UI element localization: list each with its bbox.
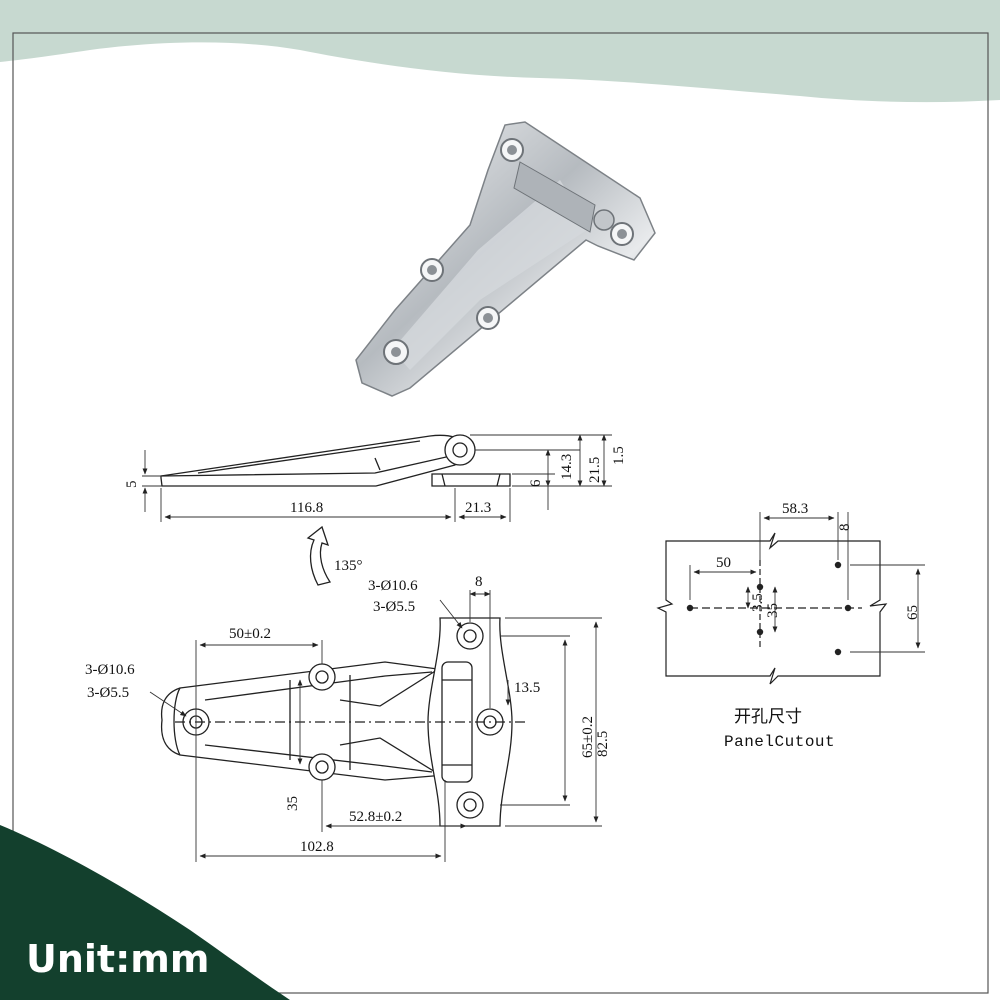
dim-21-5: 21.5 xyxy=(587,457,603,483)
cutout-title-en: PanelCutout xyxy=(724,733,835,751)
front-view-dimensions xyxy=(149,590,602,862)
hinge-photo xyxy=(355,121,656,397)
rotation-label: 135° xyxy=(334,558,363,574)
cutout-dim-50: 50 xyxy=(716,555,731,571)
unit-label: Unit:mm xyxy=(26,937,210,981)
dim-8: 8 xyxy=(475,574,483,590)
dim-13-5: 13.5 xyxy=(514,680,540,696)
rotation-arrow-icon xyxy=(306,525,332,586)
cutout-title-cn: 开孔尺寸 xyxy=(734,707,802,727)
dim-82-5: 82.5 xyxy=(595,731,611,757)
side-view xyxy=(160,434,511,487)
dim-6: 6 xyxy=(528,479,544,487)
front-hole-spec-large: 3-Ø10.6 xyxy=(368,578,418,594)
dim-102-8: 102.8 xyxy=(300,839,334,855)
side-view-dimensions xyxy=(142,434,612,522)
dim-1-5: 1.5 xyxy=(611,446,627,465)
cutout-dim-3-5: 3.5 xyxy=(750,593,766,612)
cutout-holes xyxy=(686,561,852,656)
page-frame xyxy=(12,32,989,994)
cutout-dim-65: 65 xyxy=(905,605,921,620)
top-banner xyxy=(0,0,1000,103)
cutout-dim-8: 8 xyxy=(837,524,853,532)
dim-5: 5 xyxy=(124,481,140,489)
dim-116-8: 116.8 xyxy=(290,500,323,516)
cutout-dim-58-3: 58.3 xyxy=(782,501,808,517)
cutout-dimensions xyxy=(689,512,925,653)
side-hole-spec-small: 3-Ø5.5 xyxy=(87,685,129,701)
unit-corner xyxy=(0,825,290,1000)
side-hole-spec-large: 3-Ø10.6 xyxy=(85,662,135,678)
dim-35: 35 xyxy=(285,796,301,811)
dim-14-3: 14.3 xyxy=(559,454,575,480)
cutout-dim-35: 35 xyxy=(765,603,781,618)
dim-52-8-tol: 52.8±0.2 xyxy=(349,809,402,825)
dim-65-tol: 65±0.2 xyxy=(580,716,596,758)
front-hole-spec-small: 3-Ø5.5 xyxy=(373,599,415,615)
dim-21-3: 21.3 xyxy=(465,500,491,516)
dim-50-tol: 50±0.2 xyxy=(229,626,271,642)
front-view xyxy=(160,617,525,827)
